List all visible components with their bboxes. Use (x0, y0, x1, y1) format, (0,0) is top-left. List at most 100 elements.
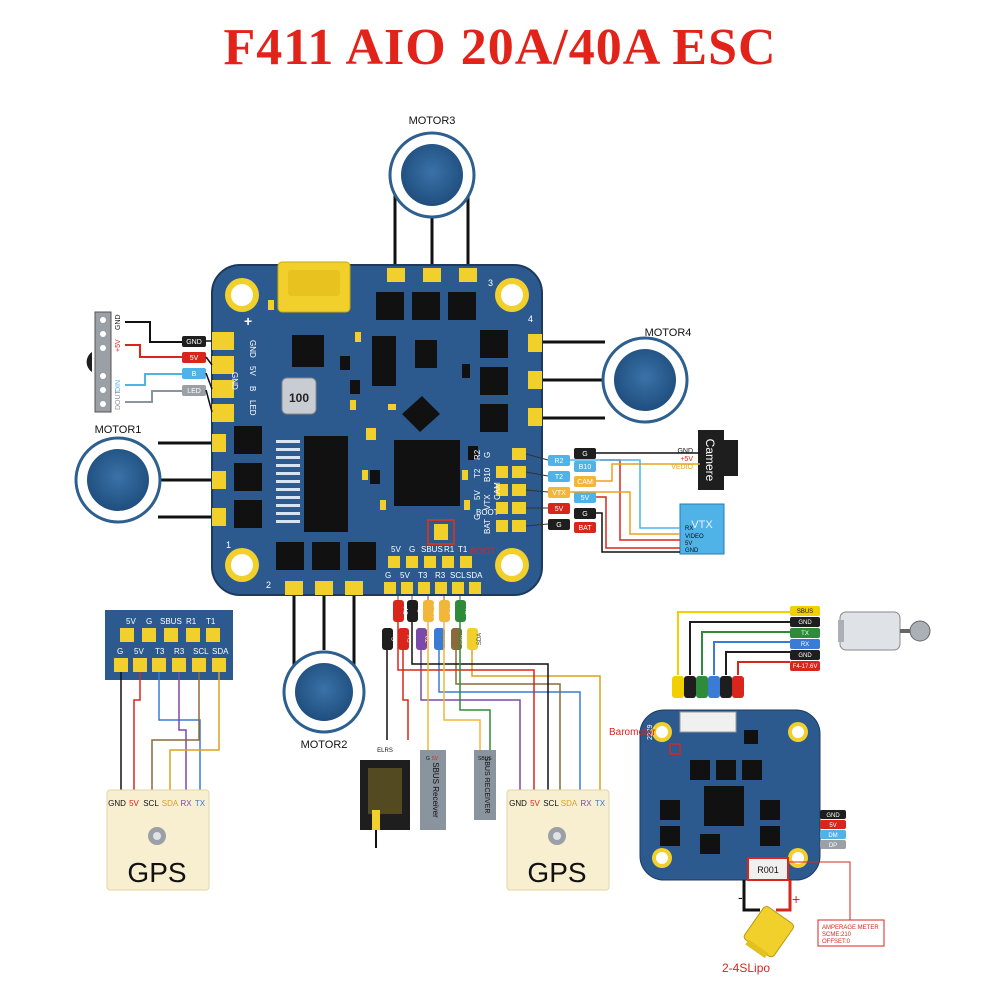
led-dout: DOUT (115, 389, 122, 410)
amperage-1: AMPERAGE METER (822, 925, 879, 931)
esc-wire-vbat: F4-17.6V (793, 664, 818, 670)
tag-5v-b: 5V (555, 506, 564, 513)
motor3-label: MOTOR3 (409, 115, 456, 127)
board-plus: + (244, 313, 252, 329)
gps-right-gnd: GND (509, 799, 527, 808)
tag-g3: G (556, 522, 561, 529)
plug-5v-top: 5V (404, 607, 410, 614)
tag-bat: BAT (578, 525, 592, 532)
inset-bot-g: G (117, 647, 123, 656)
motor4: MOTOR4 (540, 327, 692, 424)
vtx-video: VIDEO (685, 534, 704, 540)
inset-top-5v: 5V (126, 617, 136, 626)
bottom-top-g: G (409, 545, 415, 554)
page-title: F411 AIO 20A/40A ESC (223, 19, 777, 76)
motor4-label: MOTOR4 (645, 327, 692, 339)
gps-right-sda: SDA (561, 799, 578, 808)
plug-t3-bot: T3 (426, 635, 432, 643)
bottom-top-t1: T1 (458, 545, 468, 554)
rx2-pin-sbus: SBUS (478, 756, 492, 762)
inset-top-g: G (146, 617, 152, 626)
left-pad-labels: GND 5V B LED (248, 340, 257, 416)
vtx-rx: RX (685, 526, 693, 532)
bottom-row-5v: 5V (400, 571, 410, 580)
inset-bot-5v: 5V (134, 647, 144, 656)
inset-bot-t3: T3 (155, 647, 165, 656)
tag-g1: G (582, 451, 587, 458)
gps-right-label: GPS (527, 857, 586, 888)
left-pad-b: B (248, 386, 257, 391)
led-gnd: GND (115, 314, 122, 330)
tag-g2: G (582, 511, 587, 518)
gps-left-scl: SCL (143, 799, 159, 808)
motor2-label: MOTOR2 (301, 739, 348, 751)
gps-right-tx: TX (595, 799, 606, 808)
shunt-label: R001 (757, 865, 779, 875)
esc-side-dm: DM (828, 833, 837, 839)
left-pad-gnd: GND (248, 340, 257, 358)
bottom-top-sbus: SBUS (421, 545, 443, 554)
led-wire-led: LED (187, 388, 201, 395)
corner-num-2: 2 (266, 580, 271, 590)
motor2: MOTOR2 (282, 590, 366, 751)
led-wire-5v: 5V (190, 355, 199, 362)
led-5v: +5V (115, 339, 122, 352)
bottom-row-r3: R3 (435, 571, 446, 580)
battery-plus: + (792, 891, 800, 907)
battery-label: 2-4SLipo (722, 961, 770, 975)
inductor-label: 100 (289, 391, 309, 405)
esc-wire-gnd1: GND (798, 620, 812, 626)
camera-vtx-wiring: Camere GND +5V VEDIO VTX RX VIDEO 5V GND… (525, 430, 738, 555)
gps-right-rx: RX (580, 799, 592, 808)
gps-left-tx: TX (195, 799, 206, 808)
esc-sticker: 2229 (647, 724, 654, 740)
corner-num-1: 1 (226, 540, 231, 550)
left-pad-led: LED (248, 400, 257, 416)
esc-wire-tx: TX (801, 631, 809, 637)
inset-top-r1: R1 (186, 617, 197, 626)
esc-wire-rx: RX (801, 642, 809, 648)
rx-pin-g: G (426, 756, 430, 762)
gps-left-gnd: GND (108, 799, 126, 808)
esc-side-5v: 5V (829, 823, 836, 829)
gps-right-5v: 5V (530, 799, 540, 808)
right-pad-r2: R2 (473, 449, 482, 460)
corner-num-4: 4 (528, 314, 533, 324)
plug-g-bot: G (392, 636, 398, 641)
right-pad-5v: 5V (473, 490, 482, 500)
rx-pin-5v: 5V (432, 756, 439, 762)
plug-t1-top: T1 (466, 607, 472, 615)
right-pad-column: G B10 R2 T2 VTX CAM 5V G BAT (473, 448, 526, 534)
left-pad-5v: 5V (248, 366, 257, 376)
esc-wire-sbus: SBUS (797, 609, 813, 615)
plug-g-top: G (418, 608, 424, 613)
tag-b10: B10 (579, 464, 592, 471)
inset-bot-sda: SDA (212, 647, 229, 656)
corner-num-3: 3 (488, 278, 493, 288)
sbus-receiver-2: SBUS RECEIVER (483, 757, 490, 814)
flight-controller-board: 100 GND BOOT + (211, 261, 543, 596)
gps-left-rx: RX (180, 799, 192, 808)
bottom-top-r1: R1 (444, 545, 455, 554)
tag-5v-a: 5V (581, 495, 590, 502)
motor3: MOTOR3 (388, 115, 476, 275)
amperage-3: OFFSET:0 (822, 939, 851, 945)
inset-bot-r3: R3 (174, 647, 185, 656)
plug-sbus-top: SBUS (434, 603, 440, 619)
right-pad-t2: T2 (473, 468, 482, 478)
bottom-row-sda: SDA (466, 571, 483, 580)
bottom-top-5v: 5V (391, 545, 401, 554)
tag-vtx: VTX (552, 490, 566, 497)
amperage-2: SCME:210 (822, 932, 852, 938)
esc-wire-gnd2: GND (798, 653, 812, 659)
esc-side-gnd: GND (826, 813, 840, 819)
right-pad-b10: B10 (483, 467, 492, 482)
gps-right: GPS GND 5V SCL SDA RX TX (506, 789, 610, 891)
gps-left-label: GPS (127, 857, 186, 888)
gps-left-5v: 5V (129, 799, 139, 808)
right-pad-vtx: VTX (483, 494, 492, 510)
led-module: GND +5V DIN DOUT GND 5V B LED (86, 311, 213, 413)
tag-cam: CAM (577, 479, 593, 486)
board-left-label-1: GND (230, 372, 239, 390)
